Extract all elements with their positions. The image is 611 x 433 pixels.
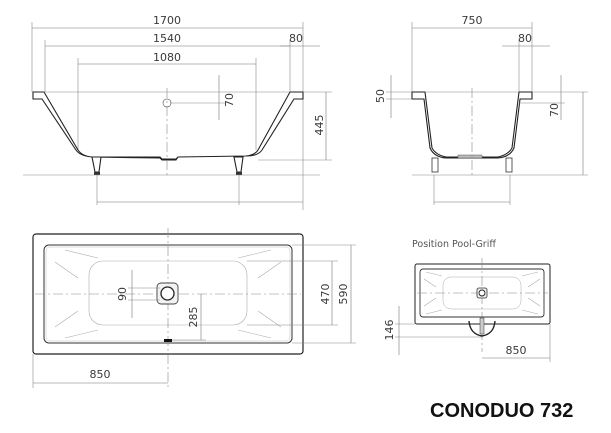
dim-end-rim-width: 80	[518, 32, 532, 45]
pool-grip-caption: Position Pool-Griff	[412, 239, 496, 250]
dim-rim-thickness: 50	[374, 89, 387, 103]
pool-grip-view: Position Pool-Griff 146 850	[383, 239, 551, 362]
dim-overflow-height: 70	[223, 93, 236, 107]
end-view: 750 80 50 70	[374, 14, 588, 205]
dim-drain-size: 90	[116, 287, 129, 301]
dim-rim-width: 80	[289, 32, 303, 45]
dim-height: 445	[313, 115, 326, 136]
side-view: 1700 1540 80 1080 70 445	[23, 14, 332, 210]
dim-grip-offset: 146	[383, 320, 396, 341]
dim-bottom-width: 470	[319, 284, 332, 305]
dim-inner-length: 1540	[153, 32, 181, 45]
dim-drain-position: 850	[90, 368, 111, 381]
dim-end-overflow-height: 70	[548, 103, 561, 117]
dim-inner-width: 590	[337, 284, 350, 305]
product-title: CONODUO 732	[430, 400, 573, 422]
dim-bottom-length: 1080	[153, 51, 181, 64]
dim-drain-offset: 285	[187, 307, 200, 328]
plan-view: 90 285 470 590 850	[32, 228, 356, 390]
dim-grip-position: 850	[506, 344, 527, 357]
dim-overall-length: 1700	[153, 14, 181, 27]
dim-overall-width: 750	[462, 14, 483, 27]
